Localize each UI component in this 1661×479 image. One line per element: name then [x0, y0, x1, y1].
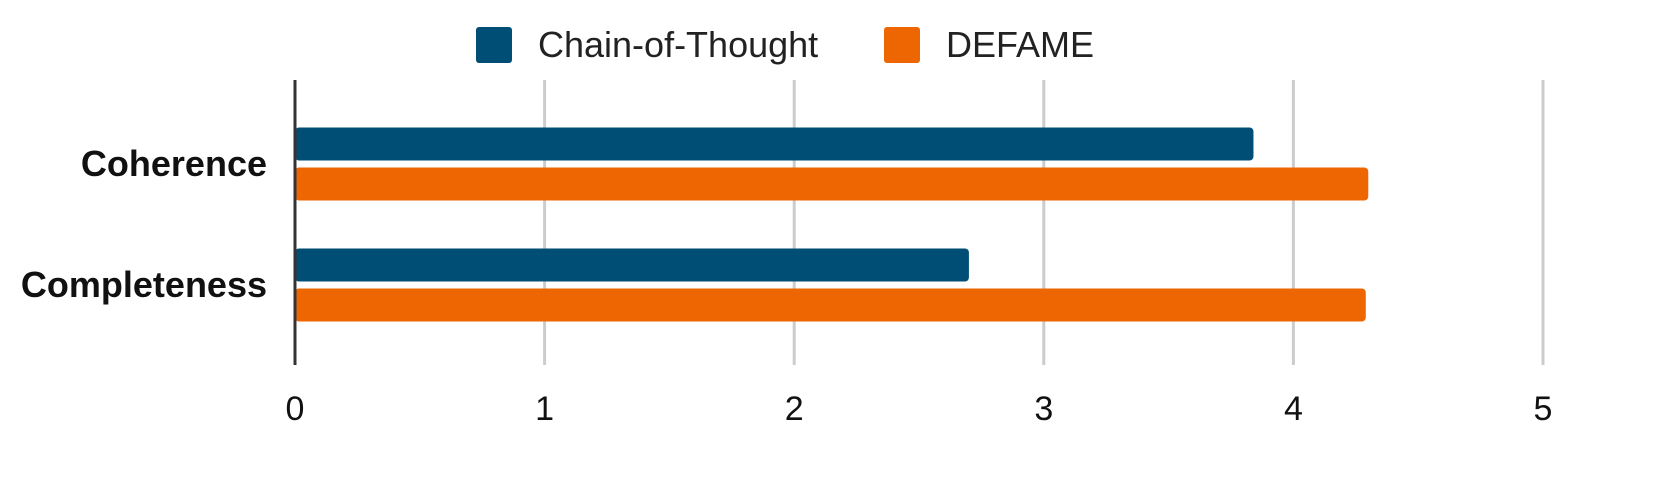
x-tick-label-2: 2 [785, 390, 804, 428]
x-tick-label-5: 5 [1534, 390, 1553, 428]
bar-completeness-defame [295, 288, 1366, 322]
bar-coherence-chain-of-thought [295, 127, 1254, 161]
legend-label-chain-of-thought: Chain-of-Thought [538, 24, 818, 65]
x-tick-label-4: 4 [1284, 390, 1303, 428]
x-tick-label-1: 1 [535, 390, 554, 428]
legend-swatch-chain-of-thought [476, 27, 512, 63]
legend-swatch-defame [884, 27, 920, 63]
category-label-completeness: Completeness [21, 264, 267, 305]
x-tick-label-3: 3 [1034, 390, 1053, 428]
legend-label-defame: DEFAME [946, 24, 1094, 65]
bar-coherence-defame [295, 167, 1369, 201]
category-label-coherence: Coherence [81, 143, 267, 184]
bar-completeness-chain-of-thought [295, 248, 969, 282]
x-tick-label-0: 0 [286, 390, 305, 428]
